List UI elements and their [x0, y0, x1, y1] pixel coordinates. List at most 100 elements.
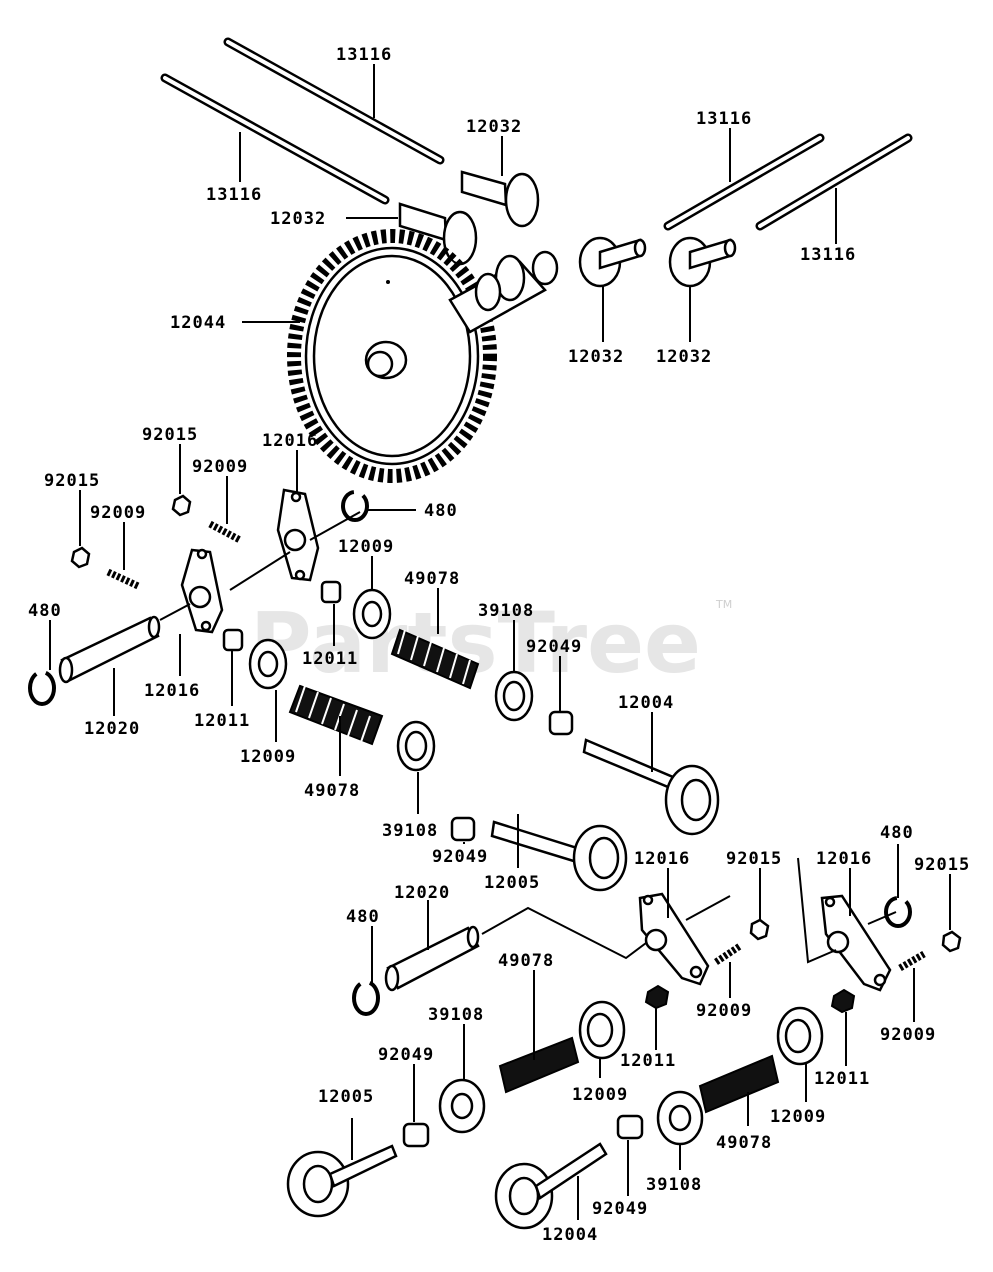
collar[interactable]	[320, 580, 342, 604]
label-13116[interactable]: 13116	[336, 45, 392, 65]
spring-seat[interactable]	[396, 720, 436, 772]
label-92009[interactable]: 92009	[880, 1025, 936, 1045]
intake-valve[interactable]	[494, 1142, 608, 1230]
tappet[interactable]	[398, 202, 478, 266]
label-39108[interactable]: 39108	[382, 821, 438, 841]
label-12044[interactable]: 12044	[170, 313, 226, 333]
label-480[interactable]: 480	[424, 501, 458, 521]
label-12005[interactable]: 12005	[318, 1087, 374, 1107]
tappet[interactable]	[668, 236, 737, 288]
label-13116[interactable]: 13116	[206, 185, 262, 205]
label-12032[interactable]: 12032	[466, 117, 522, 137]
label-12020[interactable]: 12020	[394, 883, 450, 903]
lock-nut[interactable]	[70, 546, 91, 569]
spring-retainer[interactable]	[578, 1000, 626, 1060]
valve-spring[interactable]	[498, 1036, 580, 1094]
label-92049[interactable]: 92049	[432, 847, 488, 867]
adjusting-screw[interactable]	[898, 950, 926, 972]
spring-seat[interactable]	[656, 1090, 704, 1146]
label-12005[interactable]: 12005	[484, 873, 540, 893]
rocker-arm[interactable]	[638, 892, 710, 986]
intake-valve[interactable]	[582, 738, 720, 836]
push-rod[interactable]	[755, 133, 913, 231]
label-12016[interactable]: 12016	[634, 849, 690, 869]
label-92049[interactable]: 92049	[592, 1199, 648, 1219]
lock-nut[interactable]	[749, 918, 770, 941]
rocker-arm[interactable]	[276, 488, 320, 582]
label-49078[interactable]: 49078	[498, 951, 554, 971]
adjusting-screw[interactable]	[208, 520, 242, 544]
stem-seal[interactable]	[402, 1122, 430, 1148]
circlip[interactable]	[28, 670, 56, 706]
rocker-arm[interactable]	[180, 548, 224, 634]
label-12004[interactable]: 12004	[618, 693, 674, 713]
lock-nut[interactable]	[941, 930, 962, 953]
rocker-shaft[interactable]	[58, 615, 161, 684]
label-480[interactable]: 480	[880, 823, 914, 843]
label-92009[interactable]: 92009	[90, 503, 146, 523]
label-12009[interactable]: 12009	[770, 1107, 826, 1127]
adjusting-screw[interactable]	[106, 568, 140, 590]
stem-seal[interactable]	[616, 1114, 644, 1140]
label-12016[interactable]: 12016	[262, 431, 318, 451]
label-12020[interactable]: 12020	[84, 719, 140, 739]
label-39108[interactable]: 39108	[646, 1175, 702, 1195]
spring-retainer[interactable]	[352, 588, 392, 640]
label-12032[interactable]: 12032	[656, 347, 712, 367]
label-13116[interactable]: 13116	[800, 245, 856, 265]
stem-seal[interactable]	[548, 710, 574, 736]
spring-retainer[interactable]	[776, 1006, 824, 1066]
valve-spring[interactable]	[698, 1054, 780, 1114]
label-480[interactable]: 480	[28, 601, 62, 621]
rocker-shaft[interactable]	[384, 925, 480, 992]
label-92049[interactable]: 92049	[526, 637, 582, 657]
label-92015[interactable]: 92015	[726, 849, 782, 869]
tappet[interactable]	[460, 170, 540, 228]
stem-seal[interactable]	[450, 816, 476, 842]
label-39108[interactable]: 39108	[478, 601, 534, 621]
valve-spring[interactable]	[390, 628, 480, 690]
push-rod[interactable]	[160, 73, 390, 205]
spring-retainer[interactable]	[248, 638, 288, 690]
label-49078[interactable]: 49078	[716, 1133, 772, 1153]
label-13116[interactable]: 13116	[696, 109, 752, 129]
valve-spring[interactable]	[288, 684, 384, 746]
label-39108[interactable]: 39108	[428, 1005, 484, 1025]
lock-nut[interactable]	[171, 494, 192, 517]
label-49078[interactable]: 49078	[304, 781, 360, 801]
circlip[interactable]	[884, 896, 912, 928]
exhaust-valve[interactable]	[490, 820, 628, 892]
label-12032[interactable]: 12032	[270, 209, 326, 229]
label-480[interactable]: 480	[346, 907, 380, 927]
label-49078[interactable]: 49078	[404, 569, 460, 589]
label-12016[interactable]: 12016	[144, 681, 200, 701]
label-92009[interactable]: 92009	[696, 1001, 752, 1021]
label-12032[interactable]: 12032	[568, 347, 624, 367]
label-12016[interactable]: 12016	[816, 849, 872, 869]
spring-seat[interactable]	[494, 670, 534, 722]
label-12011[interactable]: 12011	[620, 1051, 676, 1071]
circlip[interactable]	[341, 490, 369, 522]
label-12009[interactable]: 12009	[572, 1085, 628, 1105]
label-12011[interactable]: 12011	[814, 1069, 870, 1089]
label-12009[interactable]: 12009	[240, 747, 296, 767]
exhaust-valve[interactable]	[286, 1144, 398, 1218]
collar[interactable]	[222, 628, 244, 652]
label-12011[interactable]: 12011	[194, 711, 250, 731]
push-rod[interactable]	[223, 37, 445, 165]
rocker-arm[interactable]	[820, 894, 892, 992]
label-12004[interactable]: 12004	[542, 1225, 598, 1245]
camshaft-gear[interactable]	[287, 229, 559, 483]
label-92049[interactable]: 92049	[378, 1045, 434, 1065]
tappet[interactable]	[578, 236, 647, 288]
spring-seat[interactable]	[438, 1078, 486, 1134]
collar[interactable]	[830, 988, 856, 1014]
push-rod[interactable]	[663, 133, 825, 231]
label-92015[interactable]: 92015	[914, 855, 970, 875]
label-12011[interactable]: 12011	[302, 649, 358, 669]
label-92015[interactable]: 92015	[142, 425, 198, 445]
circlip[interactable]	[352, 980, 380, 1016]
label-92015[interactable]: 92015	[44, 471, 100, 491]
collar[interactable]	[644, 984, 670, 1010]
label-92009[interactable]: 92009	[192, 457, 248, 477]
